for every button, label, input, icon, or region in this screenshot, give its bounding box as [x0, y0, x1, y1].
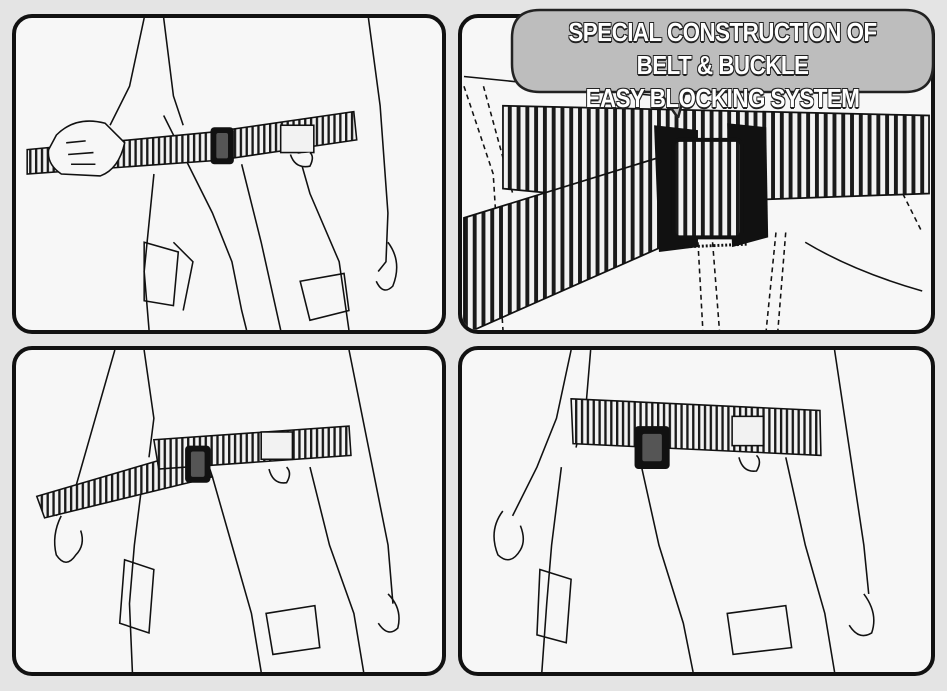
panel-step-3	[12, 346, 446, 676]
hand-icon	[47, 120, 126, 177]
illustration-belt-closed	[493, 350, 875, 672]
feature-callout: SPECIAL CONSTRUCTION OF BELT & BUCKLE EA…	[510, 8, 935, 118]
callout-text: SPECIAL CONSTRUCTION OF BELT & BUCKLE EA…	[540, 16, 906, 115]
buckle-icon	[654, 123, 769, 252]
illustration-pull-belt	[26, 18, 398, 330]
panel-step-4	[458, 346, 935, 676]
panel-step-1	[12, 14, 446, 334]
speech-bubble-icon	[510, 8, 935, 118]
belt-strap-front	[463, 153, 685, 330]
callout-line-1: SPECIAL CONSTRUCTION OF BELT & BUCKLE	[568, 17, 877, 80]
illustration-adjust-belt	[35, 350, 400, 672]
belt-strap	[152, 425, 352, 470]
belt-strap	[570, 397, 822, 457]
callout-line-2: EASY BLOCKING SYSTEM	[585, 83, 860, 113]
